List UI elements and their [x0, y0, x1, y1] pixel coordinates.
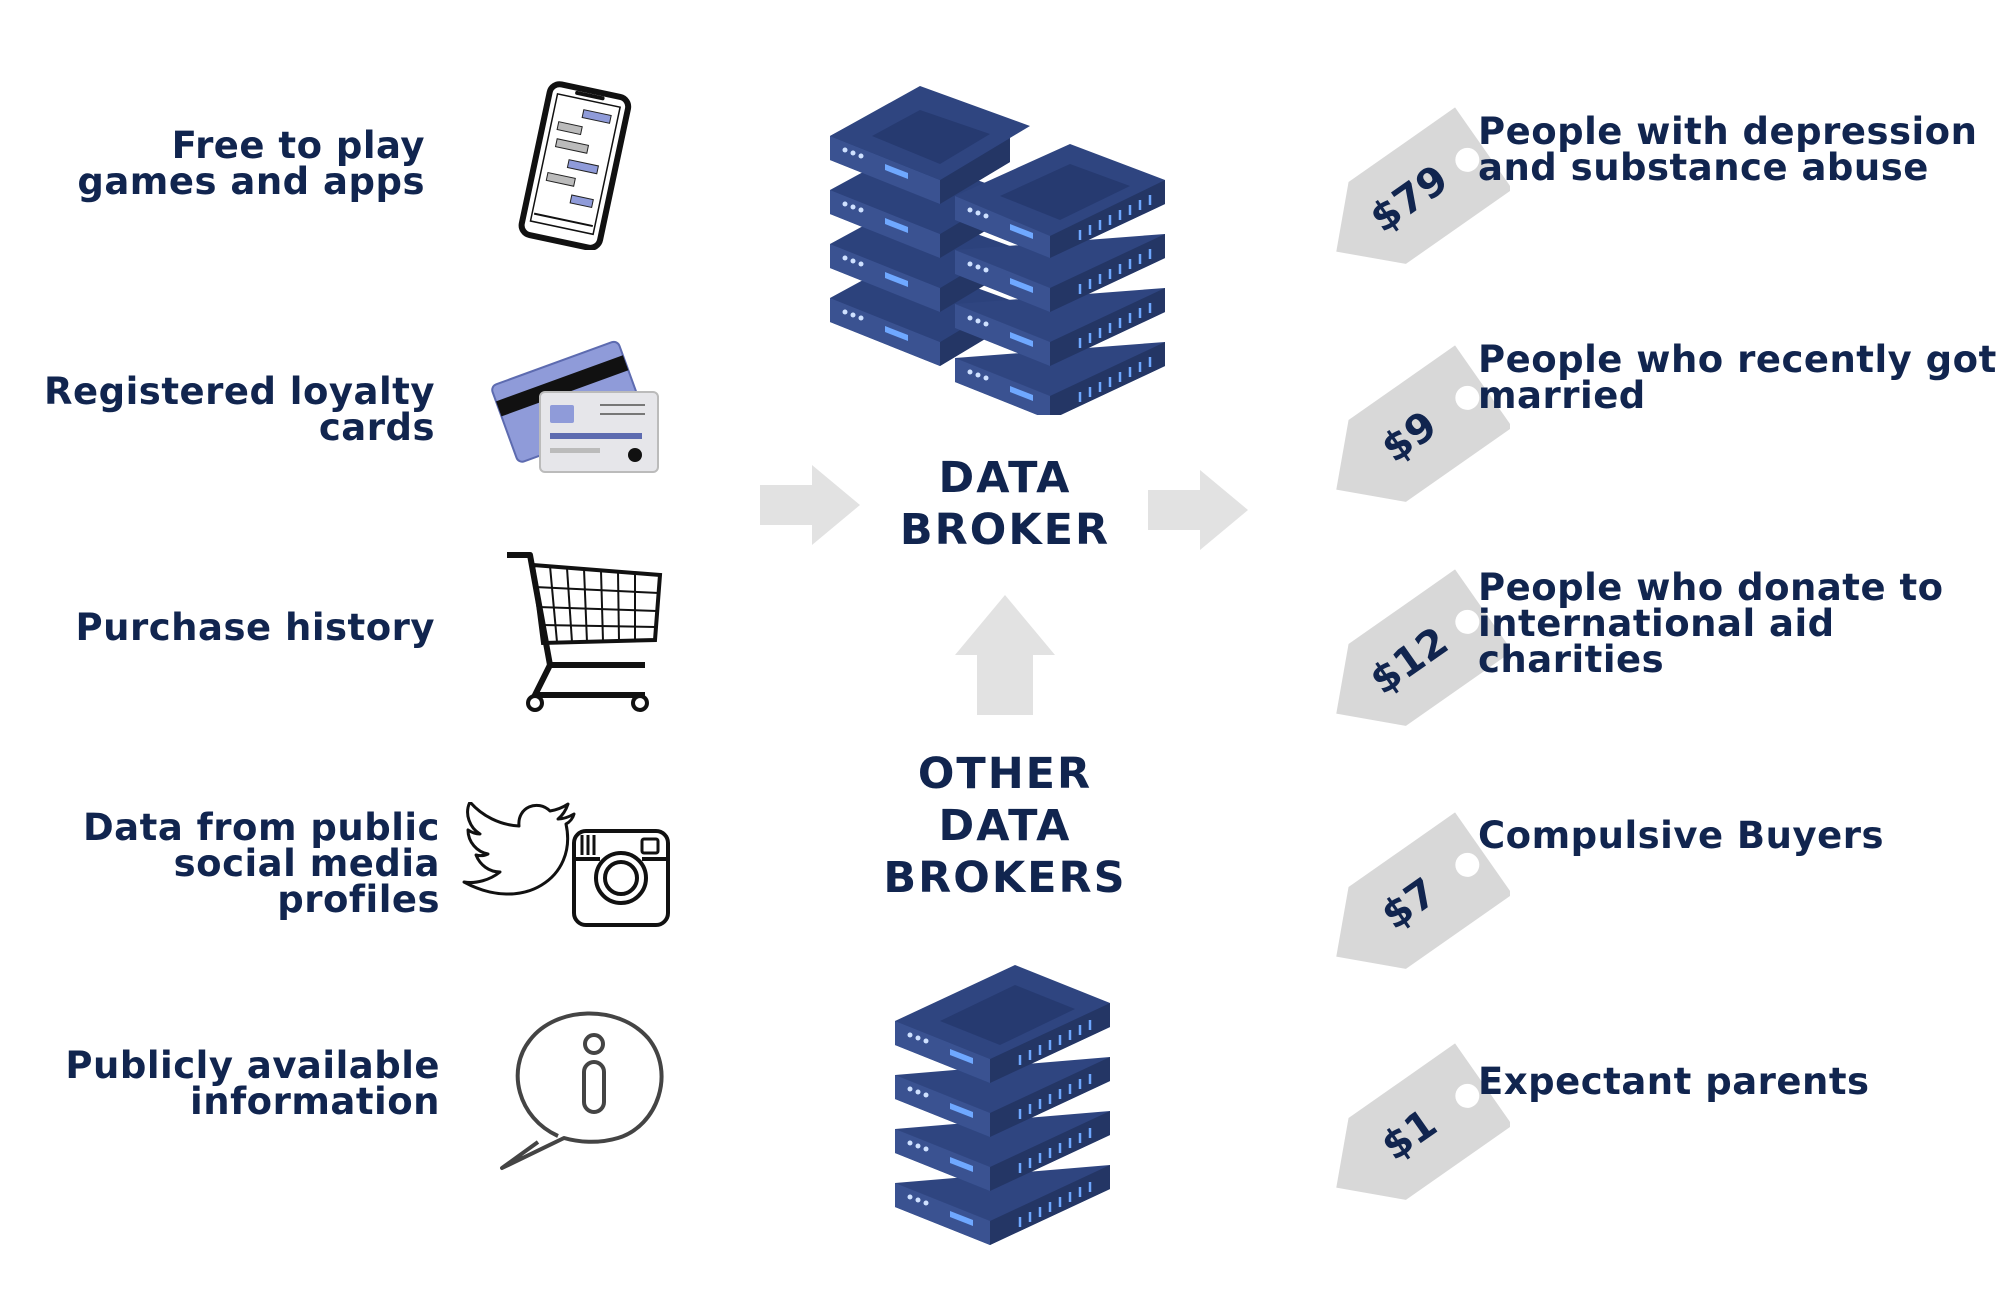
other-brokers-server-icon [895, 965, 1110, 1245]
segment-label-4: Compulsive Buyers [1478, 814, 1884, 857]
tag-shape: $7 [1336, 812, 1513, 969]
segment-label-3: People who donate to international aid c… [1478, 566, 1944, 681]
source-label-loyalty: Registered loyalty cards [44, 370, 435, 449]
shopping-cart-icon [507, 552, 663, 712]
price-tag-1: $79 [1310, 100, 1513, 300]
source-label-games: Free to play games and apps [77, 124, 425, 203]
segment-label-5: Expectant parents [1478, 1060, 1870, 1103]
tag-shape: $9 [1336, 345, 1513, 502]
arrow-right-in [760, 465, 860, 545]
instagram-icon [572, 829, 670, 927]
source-label-social: Data from public social media profiles [82, 806, 440, 921]
tag-shape: $12 [1336, 569, 1513, 726]
price-tag-4: $7 [1310, 805, 1513, 1005]
price-tag-5: $1 [1310, 1036, 1513, 1236]
arrow-right-out [1148, 470, 1248, 550]
tag-shape: $1 [1336, 1043, 1513, 1200]
segment-label-1: People with depression and substance abu… [1478, 110, 1978, 189]
info-bubble-icon [500, 1011, 664, 1170]
segment-label-2: People who recently got married [1478, 338, 1997, 417]
twitter-bird-icon [462, 802, 576, 896]
price-tag-3: $12 [1310, 562, 1513, 762]
other-data-brokers-label: OTHER DATA BROKERS [883, 749, 1127, 903]
price-tag-2: $9 [1310, 338, 1513, 538]
source-label-public: Publicly available information [65, 1044, 440, 1123]
arrow-up [955, 595, 1055, 715]
tag-shape: $79 [1336, 107, 1513, 264]
data-broker-label: DATA BROKER [899, 453, 1111, 555]
data-broker-server-icon [830, 86, 1165, 415]
credit-card-icon [491, 340, 659, 473]
smartphone-icon [518, 81, 632, 250]
source-label-purchase: Purchase history [75, 606, 435, 649]
